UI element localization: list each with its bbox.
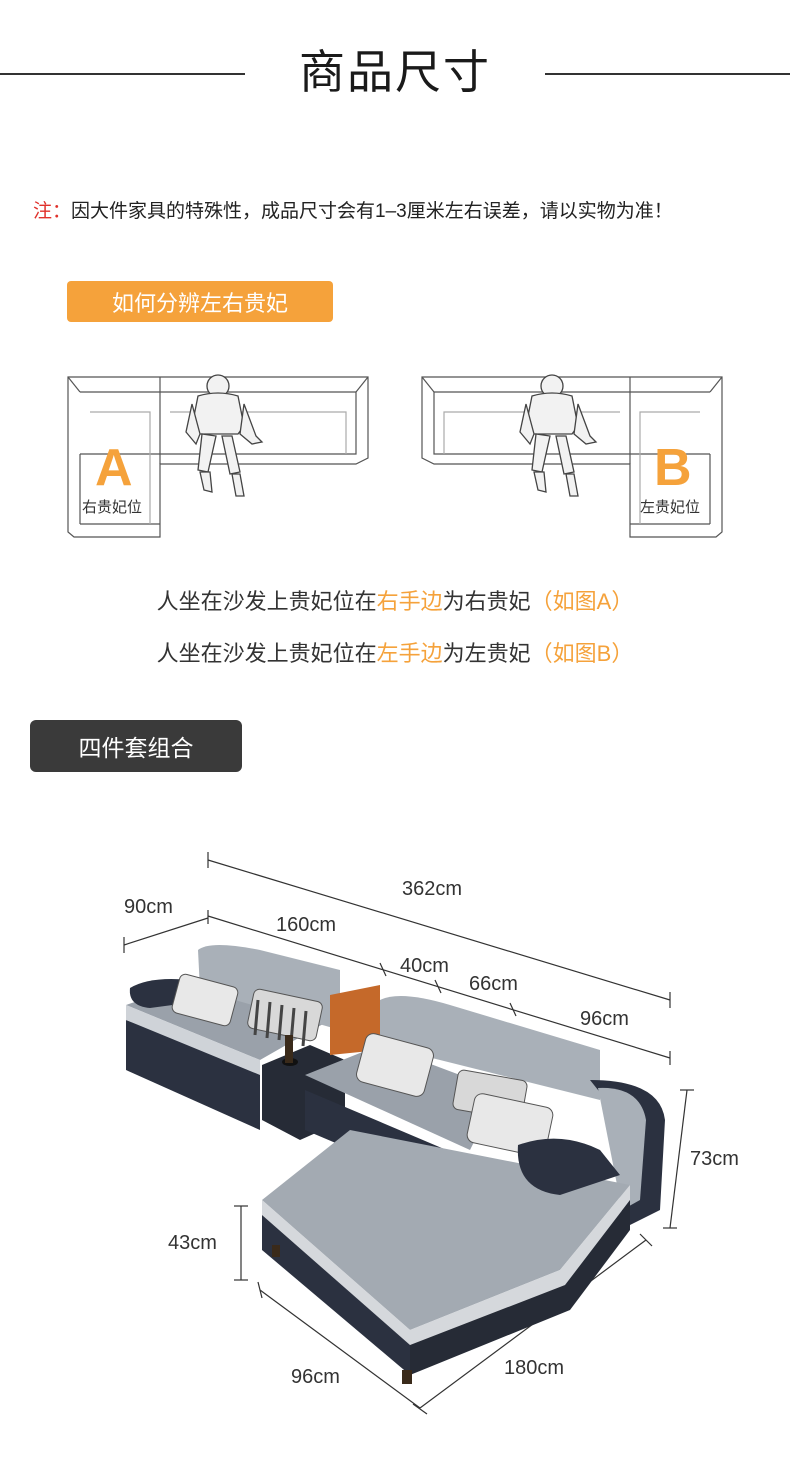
section-badge-four-piece: 四件套组合 — [30, 720, 242, 772]
explain-1-highlight: 右手边 — [376, 589, 443, 614]
sofa-b-outline — [421, 374, 723, 538]
dim-chaise-width: 96cm — [291, 1366, 340, 1388]
explain-1-post: 为右贵妃 — [442, 589, 531, 614]
explain-2-paren: （如图B） — [530, 641, 634, 666]
explain-1-pre: 人坐在沙发上贵妃位在 — [156, 589, 377, 614]
sofa-dimension-drawing — [123, 852, 694, 1415]
diagram-b-letter: B — [654, 439, 692, 497]
section-badge-left-right: 如何分辨左右贵妃 — [67, 281, 333, 322]
dim-seat-height: 43cm — [168, 1232, 217, 1254]
diagram-b: B 左贵妃位 — [418, 374, 724, 540]
dim-table: 40cm — [400, 955, 449, 977]
dim-chaise-length: 180cm — [504, 1357, 565, 1379]
explain-2-post: 为左贵妃 — [442, 641, 531, 666]
header-rule-left — [0, 73, 245, 75]
diagram-a-label: 右贵妃位 — [82, 499, 143, 516]
explain-line-2: 人坐在沙发上贵妃位在左手边为左贵妃（如图B） — [0, 636, 790, 668]
dim-right-section: 96cm — [580, 1008, 629, 1030]
dim-total: 362cm — [402, 878, 463, 900]
dim-height: 73cm — [690, 1148, 739, 1170]
dim-middle: 66cm — [469, 973, 518, 995]
size-note: 注：因大件家具的特殊性，成品尺寸会有1–3厘米左右误差，请以实物为准！ — [33, 196, 673, 223]
page-title: 商品尺寸 — [299, 46, 491, 98]
explain-line-1: 人坐在沙发上贵妃位在右手边为右贵妃（如图A） — [0, 584, 790, 616]
dimension-lines — [123, 852, 694, 1415]
note-text: 因大件家具的特殊性，成品尺寸会有1–3厘米左右误差，请以实物为准！ — [71, 201, 673, 222]
sofa-a-outline — [67, 374, 369, 538]
diagram-a: A 右贵妃位 — [66, 374, 372, 540]
explain-2-highlight: 左手边 — [376, 641, 443, 666]
dim-arm-left: 90cm — [124, 896, 173, 918]
note-label: 注： — [33, 201, 72, 222]
dim-left-section: 160cm — [276, 914, 337, 936]
sofa-illustration — [126, 945, 665, 1384]
explain-1-paren: （如图A） — [530, 589, 634, 614]
explain-2-pre: 人坐在沙发上贵妃位在 — [156, 641, 377, 666]
header-rule-right — [545, 73, 790, 75]
diagram-b-label: 左贵妃位 — [640, 499, 701, 516]
diagram-a-letter: A — [95, 439, 133, 497]
